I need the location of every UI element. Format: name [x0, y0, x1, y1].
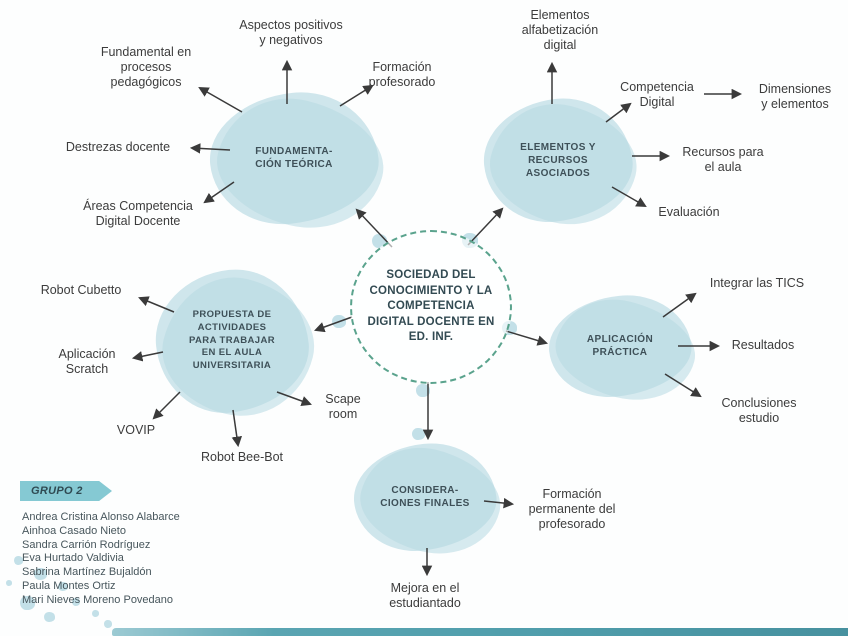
node-mejora-estudiantado: Mejora en el estudiantado	[389, 581, 461, 610]
node-robot-cubetto: Robot Cubetto	[40, 283, 122, 297]
node-competencia-digital: Competencia Digital	[620, 80, 694, 109]
member-name: Sabrina Martínez Bujaldón	[22, 566, 152, 579]
node-vovip: VOVIP	[116, 423, 156, 437]
node-formacion-profesorado: Formación profesorado	[368, 60, 436, 89]
branch-label: FUNDAMENTA- CIÓN TEÓRICA	[255, 146, 333, 170]
member-name: Andrea Cristina Alonso Alabarce	[22, 511, 180, 523]
branch-label: APLICACIÓN PRÁCTICA	[586, 334, 654, 358]
member-name: Mari Nieves Moreno Povedano	[22, 593, 174, 606]
node-areas-competencia: Áreas Competencia Digital Docente	[83, 199, 193, 228]
bottom-accent-strip	[112, 628, 848, 636]
group-badge: GRUPO 2	[20, 481, 112, 501]
node-dimensiones-elementos: Dimensiones y elementos	[758, 82, 832, 111]
member-name: Sandra Carrión Rodríguez	[22, 538, 151, 551]
node-aspectos-positivos: Aspectos positivos y negativos	[239, 18, 343, 47]
member-name: Paula Montes Ortiz	[22, 579, 116, 592]
junction-dot	[416, 384, 430, 397]
branch-label: CONSIDERA- CIONES FINALES	[380, 485, 470, 509]
node-recursos-aula: Recursos para el aula	[682, 145, 764, 174]
decorative-dot	[6, 580, 12, 586]
group-badge-label: GRUPO 2	[31, 485, 83, 497]
decorative-dot	[72, 598, 80, 606]
branch-elementos-recursos: ELEMENTOS Y RECURSOS ASOCIADOS	[484, 99, 632, 221]
decorative-dot	[104, 620, 112, 628]
node-resultados: Resultados	[731, 338, 795, 352]
branch-propuesta-actividades: PROPUESTA DE ACTIVIDADES PARA TRABAJAR E…	[156, 270, 308, 412]
decorative-dot	[44, 612, 55, 622]
branch-fundamentacion-teorica: FUNDAMENTA- CIÓN TEÓRICA	[210, 93, 378, 223]
branch-consideraciones-finales: CONSIDERA- CIONES FINALES	[354, 444, 496, 550]
node-elementos-alfabetizacion: Elementos alfabetización digital	[521, 8, 599, 52]
decorative-dot	[20, 596, 35, 610]
node-scape-room: Scape room	[325, 392, 361, 421]
group-members-list: Andrea Cristina Alonso Alabarce Ainhoa C…	[22, 511, 180, 608]
branch-label: PROPUESTA DE ACTIVIDADES PARA TRABAJAR E…	[189, 308, 275, 372]
node-evaluacion: Evaluación	[658, 205, 720, 219]
central-topic-title: SOCIEDAD DEL CONOCIMIENTO Y LA COMPETENC…	[367, 269, 495, 344]
junction-dot	[332, 315, 346, 328]
node-integrar-tics: Integrar las TICS	[709, 276, 805, 290]
junction-dot	[412, 428, 425, 440]
decorative-dot	[34, 568, 47, 580]
node-aplicacion-scratch: Aplicación Scratch	[58, 347, 116, 376]
member-name: Ainhoa Casado Nieto	[22, 524, 126, 537]
decorative-dot	[92, 610, 99, 617]
node-destrezas-docente: Destrezas docente	[65, 140, 171, 154]
decorative-dot	[14, 556, 23, 565]
node-formacion-permanente: Formación permanente del profesorado	[528, 487, 616, 531]
branch-label: ELEMENTOS Y RECURSOS ASOCIADOS	[520, 141, 596, 179]
central-topic: SOCIEDAD DEL CONOCIMIENTO Y LA COMPETENC…	[350, 230, 512, 384]
node-conclusiones-estudio: Conclusiones estudio	[721, 396, 797, 425]
decorative-dot	[58, 582, 68, 591]
branch-aplicacion-practica: APLICACIÓN PRÁCTICA	[549, 296, 691, 396]
member-name: Eva Hurtado Valdivia	[22, 552, 124, 565]
node-fundamental-procesos: Fundamental en procesos pedagógicos	[100, 45, 192, 89]
node-robot-beebot: Robot Bee-Bot	[201, 450, 283, 464]
